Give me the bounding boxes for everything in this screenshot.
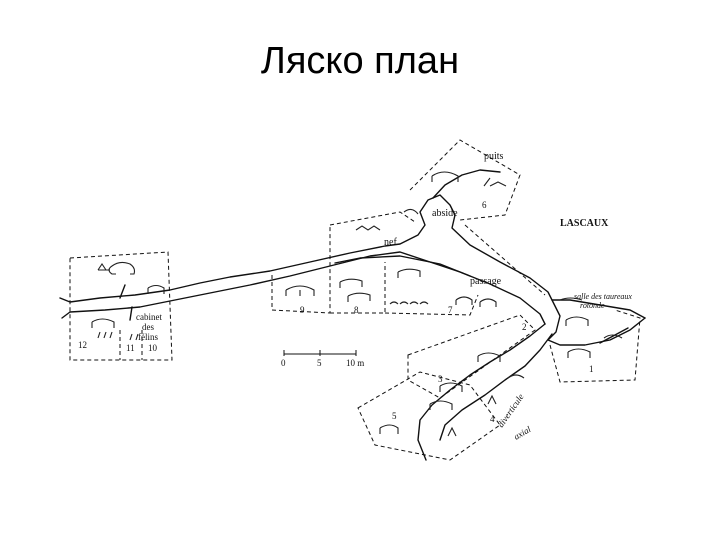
map-title: LASCAUX bbox=[560, 218, 609, 229]
label-rotonde: rotonde bbox=[580, 301, 605, 310]
label-salle: salle des taureaux bbox=[574, 292, 632, 301]
zone-number-2: 2 bbox=[522, 322, 527, 332]
animal-figure bbox=[339, 278, 363, 288]
zone-boundary-7 bbox=[384, 294, 479, 316]
zone-boundary-nef bbox=[329, 211, 416, 226]
zone-number-3: 3 bbox=[438, 374, 443, 384]
zone-number-12: 12 bbox=[78, 340, 87, 350]
scale-label-end: 10 m bbox=[346, 358, 364, 368]
animal-figure bbox=[431, 171, 459, 182]
animal-figure bbox=[347, 292, 371, 302]
animal-figure bbox=[487, 394, 497, 405]
animal-figure bbox=[129, 333, 139, 341]
animal-figure bbox=[389, 301, 429, 305]
animal-figure bbox=[97, 331, 113, 339]
animal-figure bbox=[479, 298, 497, 307]
label-axial: axial bbox=[512, 424, 533, 442]
zone-number-6: 6 bbox=[482, 200, 487, 210]
puits-shaft bbox=[432, 169, 501, 199]
animal-figure bbox=[108, 261, 136, 275]
animal-figure bbox=[477, 352, 501, 362]
zone-boundary-4-5 bbox=[357, 371, 501, 461]
zone-boundary-1 bbox=[549, 309, 641, 383]
cave-wall-lower bbox=[69, 251, 546, 325]
cave-wall-upper bbox=[69, 194, 646, 319]
scale-label-mid: 5 bbox=[317, 358, 322, 368]
scale-label-zero: 0 bbox=[281, 358, 286, 368]
animal-figures bbox=[91, 171, 623, 437]
scale-bar bbox=[283, 350, 357, 356]
animal-figure bbox=[91, 318, 115, 328]
label-nef: nef bbox=[384, 237, 397, 248]
zone-number-8: 8 bbox=[354, 305, 359, 315]
animal-figure bbox=[565, 316, 589, 326]
label-des: des bbox=[142, 322, 154, 332]
zone-boundary-lascaux-wedge bbox=[464, 224, 546, 296]
zone-boundary-puits bbox=[409, 139, 521, 221]
animal-figure bbox=[439, 382, 463, 392]
zone-boundary-12-11-10 bbox=[69, 251, 173, 361]
zone-boundary-2-3 bbox=[407, 314, 536, 399]
label-abside: abside bbox=[432, 208, 458, 219]
zone-number-9: 9 bbox=[300, 305, 305, 315]
animal-figure bbox=[379, 424, 399, 434]
animal-figure bbox=[455, 296, 473, 305]
zone-number-1: 1 bbox=[589, 364, 594, 374]
animal-figure bbox=[97, 263, 110, 271]
animal-figure bbox=[397, 268, 421, 278]
rotonde-wall bbox=[547, 299, 646, 346]
animal-figure bbox=[429, 400, 453, 410]
label-diverticule: diverticule bbox=[495, 392, 525, 429]
nef-chamber-wall bbox=[334, 255, 471, 277]
zone-boundary-9 bbox=[271, 225, 331, 314]
animal-figure bbox=[567, 348, 591, 358]
animal-figure bbox=[147, 284, 165, 294]
animal-figure bbox=[447, 426, 457, 437]
label-puits: puits bbox=[484, 151, 504, 162]
animal-figure bbox=[483, 177, 507, 187]
animal-figure bbox=[355, 225, 381, 231]
zone-number-5: 5 bbox=[392, 411, 397, 421]
animal-figure bbox=[559, 297, 583, 301]
label-passage: passage bbox=[470, 276, 502, 287]
animal-figure bbox=[403, 208, 419, 215]
animal-figure bbox=[507, 374, 525, 379]
zone-number-10: 10 bbox=[148, 343, 158, 353]
animal-figure bbox=[285, 285, 315, 296]
diverticule-wall-b bbox=[439, 333, 553, 441]
cabinet-wall bbox=[59, 284, 133, 321]
slide-title: Ляско план bbox=[260, 40, 460, 82]
animal-figure bbox=[603, 334, 623, 339]
zone-number-11: 11 bbox=[126, 343, 135, 353]
label-cabinet: cabinet bbox=[136, 312, 162, 322]
zone-number-7: 7 bbox=[448, 305, 453, 315]
zone-number-4: 4 bbox=[490, 414, 495, 424]
label-felins: félins bbox=[138, 332, 158, 342]
